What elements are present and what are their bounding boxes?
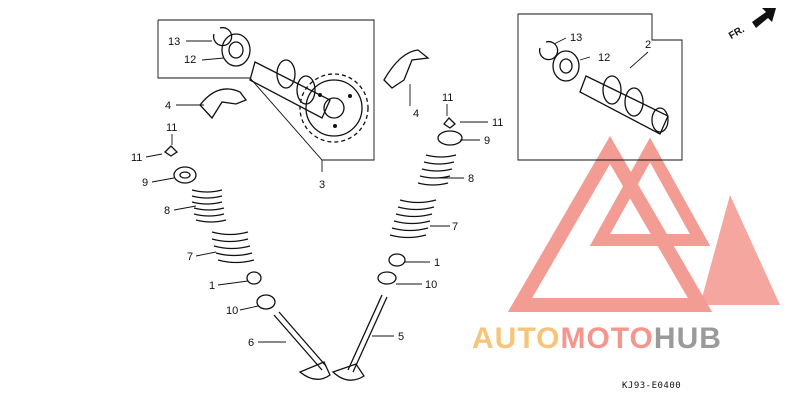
cotter-left — [163, 145, 179, 157]
outer-spring-left — [191, 189, 227, 223]
camshaft-left — [249, 59, 331, 119]
callout-7-right: 7 — [452, 221, 458, 233]
callout-4-right: 4 — [413, 108, 419, 120]
watermark-logo — [507, 136, 780, 312]
callout-11-left-a: 11 — [166, 122, 177, 134]
cotter-right — [443, 117, 456, 129]
retainer-left — [173, 166, 197, 184]
callout-1-left: 1 — [209, 280, 215, 292]
leader-lines — [145, 37, 649, 343]
callout-6: 6 — [248, 337, 254, 349]
callout-13-left: 13 — [168, 36, 180, 48]
fr-arrow-icon — [752, 8, 776, 28]
callout-2: 2 — [645, 39, 651, 51]
rocker-arm-left — [199, 88, 248, 120]
callout-9-right: 9 — [484, 135, 490, 147]
intake-valve — [273, 311, 331, 380]
outer-spring-right — [417, 154, 457, 186]
watermark-text: AUTOMOTOHUB — [472, 322, 722, 355]
watermark-auto: AUTO — [472, 322, 560, 355]
valve-seal-right — [377, 271, 397, 285]
valve-seal-left — [256, 294, 276, 310]
bearing-right — [552, 50, 580, 82]
fr-label: FR. — [727, 24, 747, 42]
callout-7-left: 7 — [187, 251, 193, 263]
watermark-hub: HUB — [654, 322, 722, 355]
callout-labels: 13 12 4 11 11 9 8 7 1 10 6 3 4 11 11 9 8… — [131, 32, 651, 349]
rocker-arm-right — [383, 49, 430, 89]
diagram-code: KJ93-E0400 — [622, 381, 681, 391]
callout-10-right: 10 — [425, 279, 437, 291]
front-direction-indicator: FR. — [727, 8, 776, 42]
callout-4-left: 4 — [165, 100, 171, 112]
callout-11-right-a: 11 — [442, 92, 453, 104]
callout-10-left: 10 — [226, 305, 238, 317]
callout-11-right-b: 11 — [492, 117, 503, 129]
inner-spring-right — [389, 199, 437, 239]
callout-9-left: 9 — [142, 177, 148, 189]
bearing-left — [221, 33, 251, 67]
cam-sprocket — [299, 73, 369, 143]
circlip-left — [212, 26, 233, 47]
callout-8-left: 8 — [164, 205, 170, 217]
callout-12-left: 12 — [184, 54, 196, 66]
inner-spring-left — [211, 231, 255, 264]
callout-12-right: 12 — [598, 52, 610, 64]
callout-11-left-b: 11 — [131, 152, 142, 164]
callout-13-right: 13 — [570, 32, 582, 44]
camshaft-right — [579, 75, 669, 135]
callout-8-right: 8 — [468, 173, 474, 185]
retainer-right — [437, 130, 463, 146]
callout-3: 3 — [319, 179, 325, 191]
camshaft-group-frame-right — [517, 13, 683, 161]
exhaust-valve — [331, 294, 388, 381]
callout-5: 5 — [398, 331, 404, 343]
watermark-moto: MOTO — [560, 322, 653, 355]
callout-1-right: 1 — [434, 257, 440, 269]
spring-seat-right — [388, 253, 406, 267]
spring-seat-left — [246, 271, 262, 285]
